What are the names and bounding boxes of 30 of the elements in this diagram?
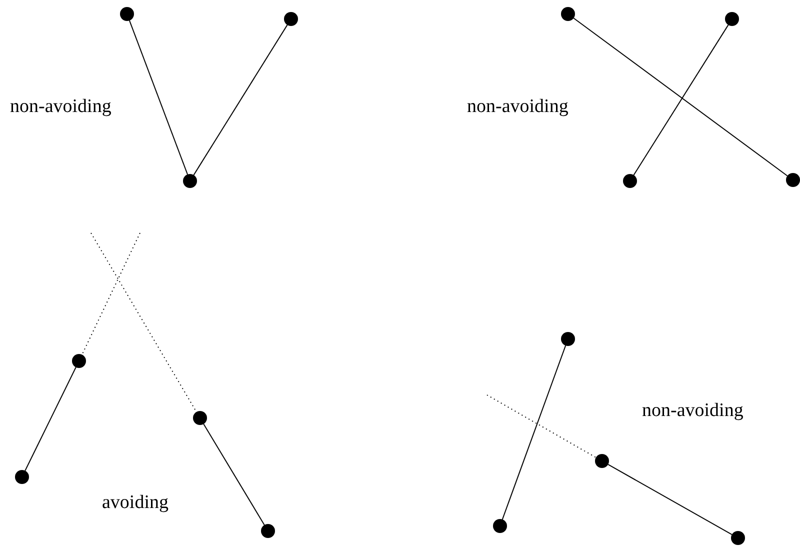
line (24, 366, 76, 472)
line (573, 18, 788, 176)
dot (193, 411, 207, 425)
text-label: avoiding (102, 491, 168, 515)
dot (731, 531, 745, 545)
line (502, 345, 566, 520)
dotted-line (486, 394, 596, 458)
line (193, 24, 288, 176)
dotted-line (82, 232, 140, 356)
dot (561, 332, 575, 346)
dot (561, 7, 575, 21)
line (608, 464, 732, 536)
line (633, 24, 729, 176)
dot (284, 12, 298, 26)
dot (623, 174, 637, 188)
line (203, 424, 265, 526)
dotted-line (90, 232, 197, 412)
dot (786, 173, 800, 187)
dot (725, 12, 739, 26)
dot (595, 454, 609, 468)
line (128, 20, 188, 175)
text-label: non-avoiding (642, 399, 744, 423)
dot (493, 519, 507, 533)
dot (15, 470, 29, 484)
dot (120, 7, 134, 21)
dot (183, 174, 197, 188)
dot (72, 354, 86, 368)
text-label: non-avoiding (10, 95, 112, 119)
dot (261, 524, 275, 538)
text-label: non-avoiding (467, 95, 568, 119)
